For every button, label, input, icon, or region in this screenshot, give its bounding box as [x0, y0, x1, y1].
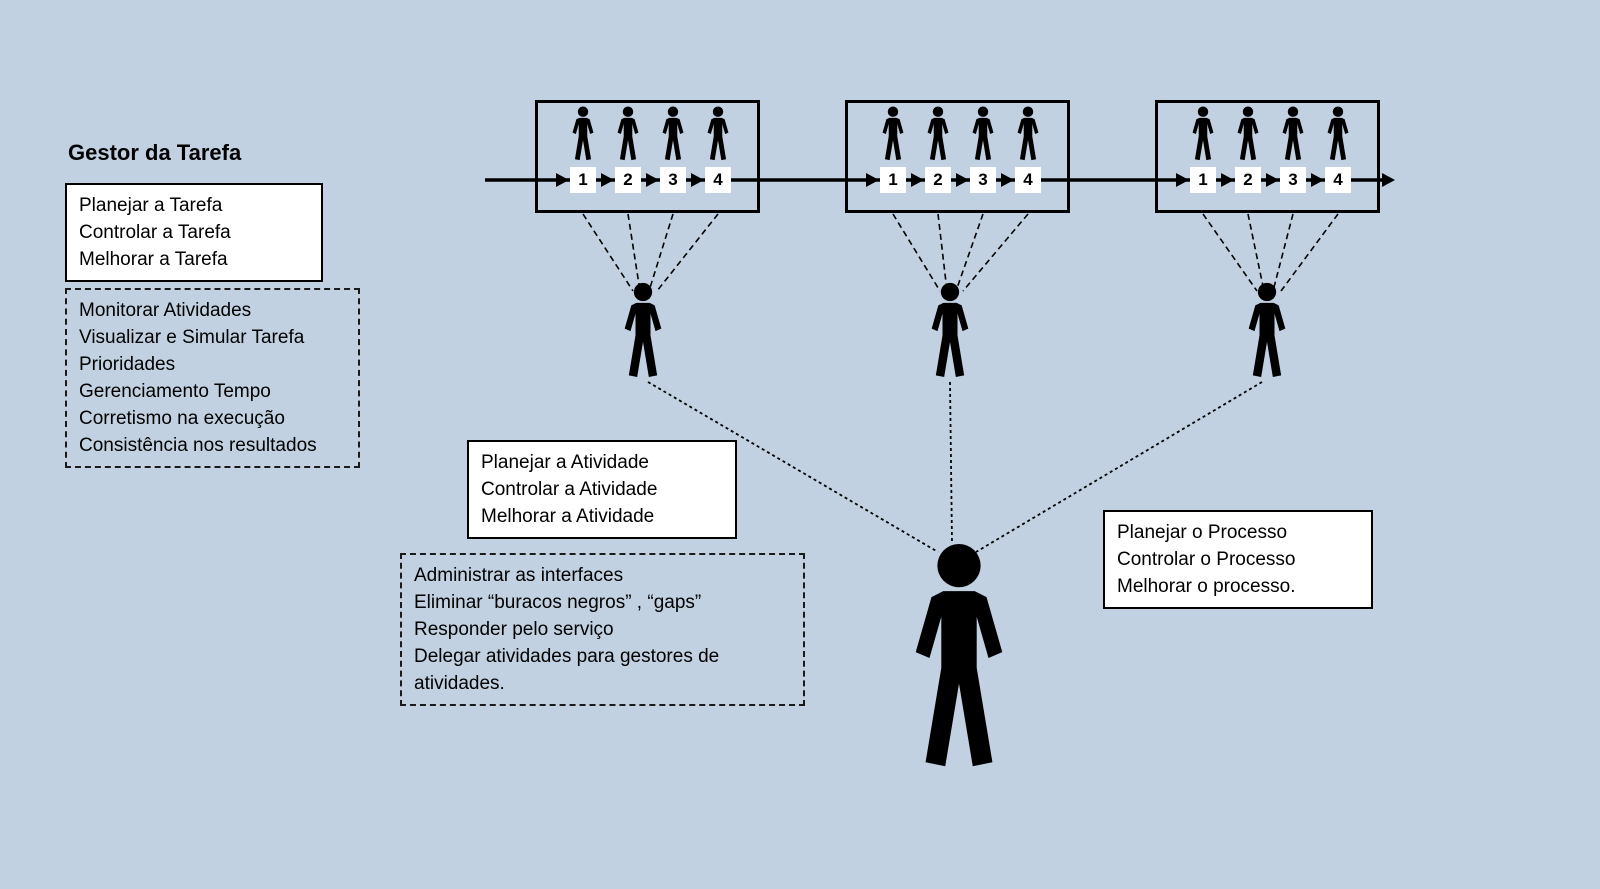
worker-icon: [1017, 106, 1039, 161]
step-chip: 1: [570, 167, 596, 193]
detail-line: Monitorar Atividades: [79, 300, 252, 321]
worker-icon: [572, 106, 594, 161]
task-manager-role-box: Planejar a Tarefa Controlar a Tarefa Mel…: [65, 183, 323, 282]
detail-line: Consistência nos resultados: [79, 435, 317, 456]
role-line: Planejar a Tarefa: [79, 195, 223, 216]
step-chip: 4: [705, 167, 731, 193]
role-line: Planejar o Processo: [1117, 522, 1288, 543]
step-chip: 1: [1190, 167, 1216, 193]
worker-icon: [1282, 106, 1304, 161]
activity-manager-icon: [624, 282, 662, 377]
activity-manager-role-box: Planejar a Atividade Controlar a Ativida…: [467, 440, 737, 539]
detail-line: Corretismo na execução: [79, 408, 285, 429]
step-chip: 4: [1015, 167, 1041, 193]
page-title: Gestor da Tarefa: [68, 140, 242, 165]
work-team-box-2: 1 2 3 4: [845, 100, 1070, 213]
worker-icon: [927, 106, 949, 161]
step-chip: 3: [660, 167, 686, 193]
role-line: Controlar a Atividade: [481, 479, 658, 500]
step-chip: 1: [880, 167, 906, 193]
role-line: Planejar a Atividade: [481, 452, 649, 473]
step-chip: 3: [970, 167, 996, 193]
worker-icon: [972, 106, 994, 161]
step-chip: 2: [1235, 167, 1261, 193]
step-chip: 2: [615, 167, 641, 193]
role-line: Melhorar a Atividade: [481, 506, 655, 527]
step-chip: 4: [1325, 167, 1351, 193]
activity-manager-detail-box: Administrar as interfaces Eliminar “bura…: [400, 553, 805, 706]
worker-icon: [882, 106, 904, 161]
worker-icon: [617, 106, 639, 161]
role-line: Melhorar a Tarefa: [79, 249, 228, 270]
activity-manager-icon: [931, 282, 969, 377]
worker-icon: [1192, 106, 1214, 161]
worker-icon: [707, 106, 729, 161]
role-line: Controlar o Processo: [1117, 549, 1296, 570]
role-line: Melhorar o processo.: [1117, 576, 1296, 597]
team-to-manager-dashed-lines: [582, 213, 1339, 292]
process-manager-icon: [915, 543, 1003, 767]
work-team-box-1: 1 2 3 4: [535, 100, 760, 213]
detail-line: Gerenciamento Tempo: [79, 381, 271, 402]
detail-line: Visualizar e Simular Tarefa: [79, 327, 305, 348]
detail-line: Administrar as interfaces: [414, 565, 624, 586]
worker-icon: [662, 106, 684, 161]
detail-line: Eliminar “buracos negros” , “gaps”: [414, 592, 702, 613]
detail-line: Responder pelo serviço: [414, 619, 614, 640]
worker-icon: [1237, 106, 1259, 161]
worker-icon: [1327, 106, 1349, 161]
detail-line: Delegar atividades para gestores de ativ…: [414, 646, 720, 694]
step-chip: 2: [925, 167, 951, 193]
role-line: Controlar a Tarefa: [79, 222, 231, 243]
step-chip: 3: [1280, 167, 1306, 193]
process-manager-role-box: Planejar o Processo Controlar o Processo…: [1103, 510, 1373, 609]
work-team-box-3: 1 2 3 4: [1155, 100, 1380, 213]
activity-manager-icon: [1248, 282, 1286, 377]
task-manager-detail-box: Monitorar Atividades Visualizar e Simula…: [65, 288, 360, 468]
detail-line: Prioridades: [79, 354, 176, 375]
